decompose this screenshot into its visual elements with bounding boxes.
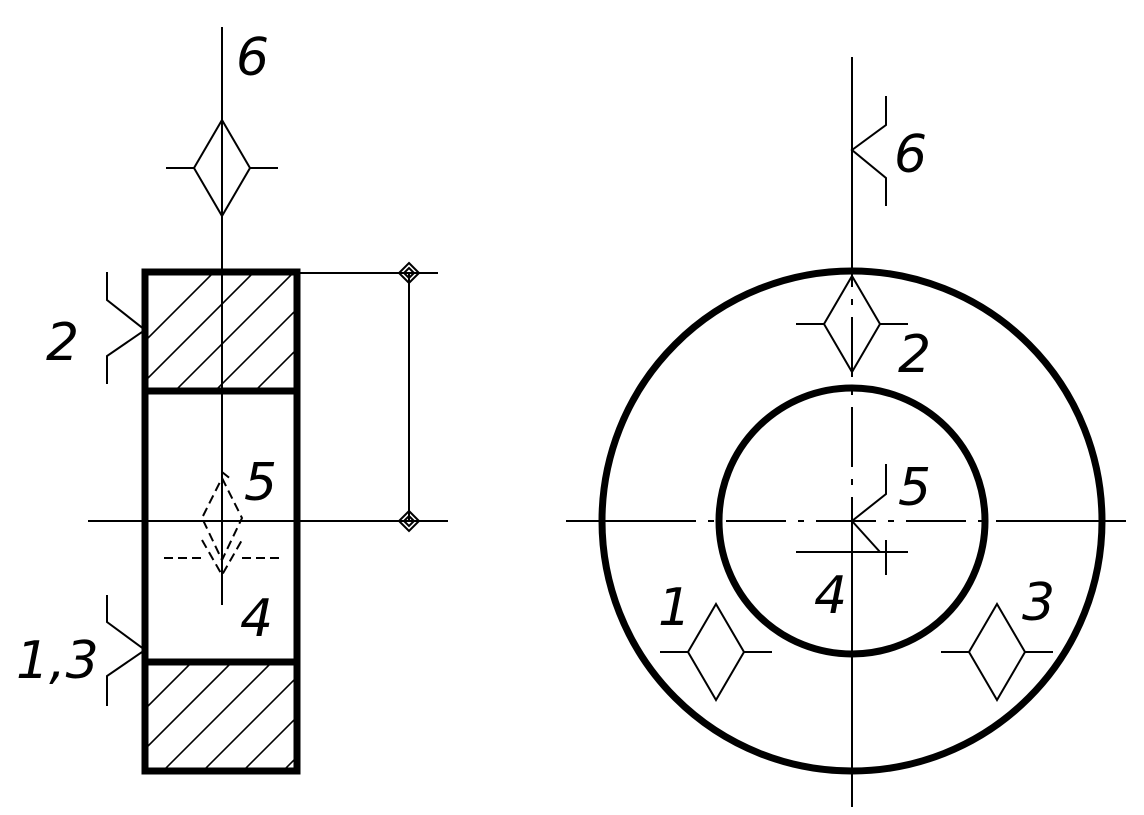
bracket-6 <box>850 96 887 206</box>
bracket-1-3 <box>106 595 147 706</box>
hatch-bottom-section <box>146 664 296 771</box>
support-symbol-2 <box>796 274 908 374</box>
support-symbol-6 <box>166 118 278 218</box>
label-front-6: 6 <box>894 125 927 185</box>
label-front-1: 1 <box>658 578 691 638</box>
support-symbol-1 <box>660 602 772 702</box>
dimension-marker-top <box>397 261 421 285</box>
bracket-2 <box>106 272 147 384</box>
support-symbol-5-4-front <box>796 464 908 590</box>
label-side-5: 5 <box>244 453 277 513</box>
label-front-2: 2 <box>898 325 931 385</box>
label-side-1-3: 1,3 <box>16 631 99 691</box>
front-view: 6 2 5 4 1 3 <box>566 57 1138 807</box>
label-side-2: 2 <box>46 313 79 373</box>
label-front-4: 4 <box>814 566 847 626</box>
label-side-6: 6 <box>236 28 269 88</box>
label-side-4: 4 <box>240 589 273 649</box>
label-front-5: 5 <box>898 458 931 518</box>
side-view: 6 2 5 4 1,3 <box>16 27 448 775</box>
support-symbol-3 <box>941 602 1053 702</box>
hatch-top-section <box>146 273 296 389</box>
label-front-3: 3 <box>1022 573 1055 633</box>
support-symbol-5-4 <box>164 471 280 578</box>
dimension-marker-bottom <box>397 509 421 533</box>
